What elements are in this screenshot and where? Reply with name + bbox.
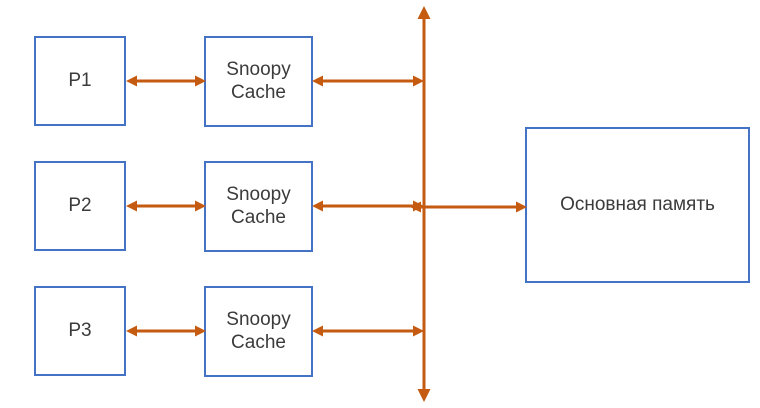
connector-bus-to-main-memory[interactable] <box>410 192 527 222</box>
snoopy-cache-label-2: Snoopy Cache <box>226 184 291 228</box>
processor-box-p2[interactable]: P2 <box>34 161 126 251</box>
connector-cache2-to-bus[interactable] <box>312 191 424 221</box>
connector-cache1-to-bus[interactable] <box>312 66 424 96</box>
processor-label-p2: P2 <box>68 194 92 216</box>
main-memory-box[interactable]: Основная память <box>525 127 750 283</box>
system-bus-line[interactable] <box>413 0 435 408</box>
connector-cache3-to-bus[interactable] <box>312 316 424 346</box>
connector-p1-to-cache1[interactable] <box>126 66 206 96</box>
processor-box-p3[interactable]: P3 <box>34 286 126 376</box>
snoopy-cache-label-3: Snoopy Cache <box>226 309 291 353</box>
snoopy-cache-box-3[interactable]: Snoopy Cache <box>204 286 313 377</box>
processor-box-p1[interactable]: P1 <box>34 36 126 126</box>
processor-label-p3: P3 <box>68 319 92 341</box>
snoopy-cache-box-1[interactable]: Snoopy Cache <box>204 36 313 127</box>
connector-p2-to-cache2[interactable] <box>126 191 206 221</box>
processor-label-p1: P1 <box>68 69 92 91</box>
main-memory-label: Основная память <box>560 193 715 215</box>
connector-p3-to-cache3[interactable] <box>126 316 206 346</box>
snoopy-cache-label-1: Snoopy Cache <box>226 59 291 103</box>
snoopy-cache-box-2[interactable]: Snoopy Cache <box>204 161 313 252</box>
